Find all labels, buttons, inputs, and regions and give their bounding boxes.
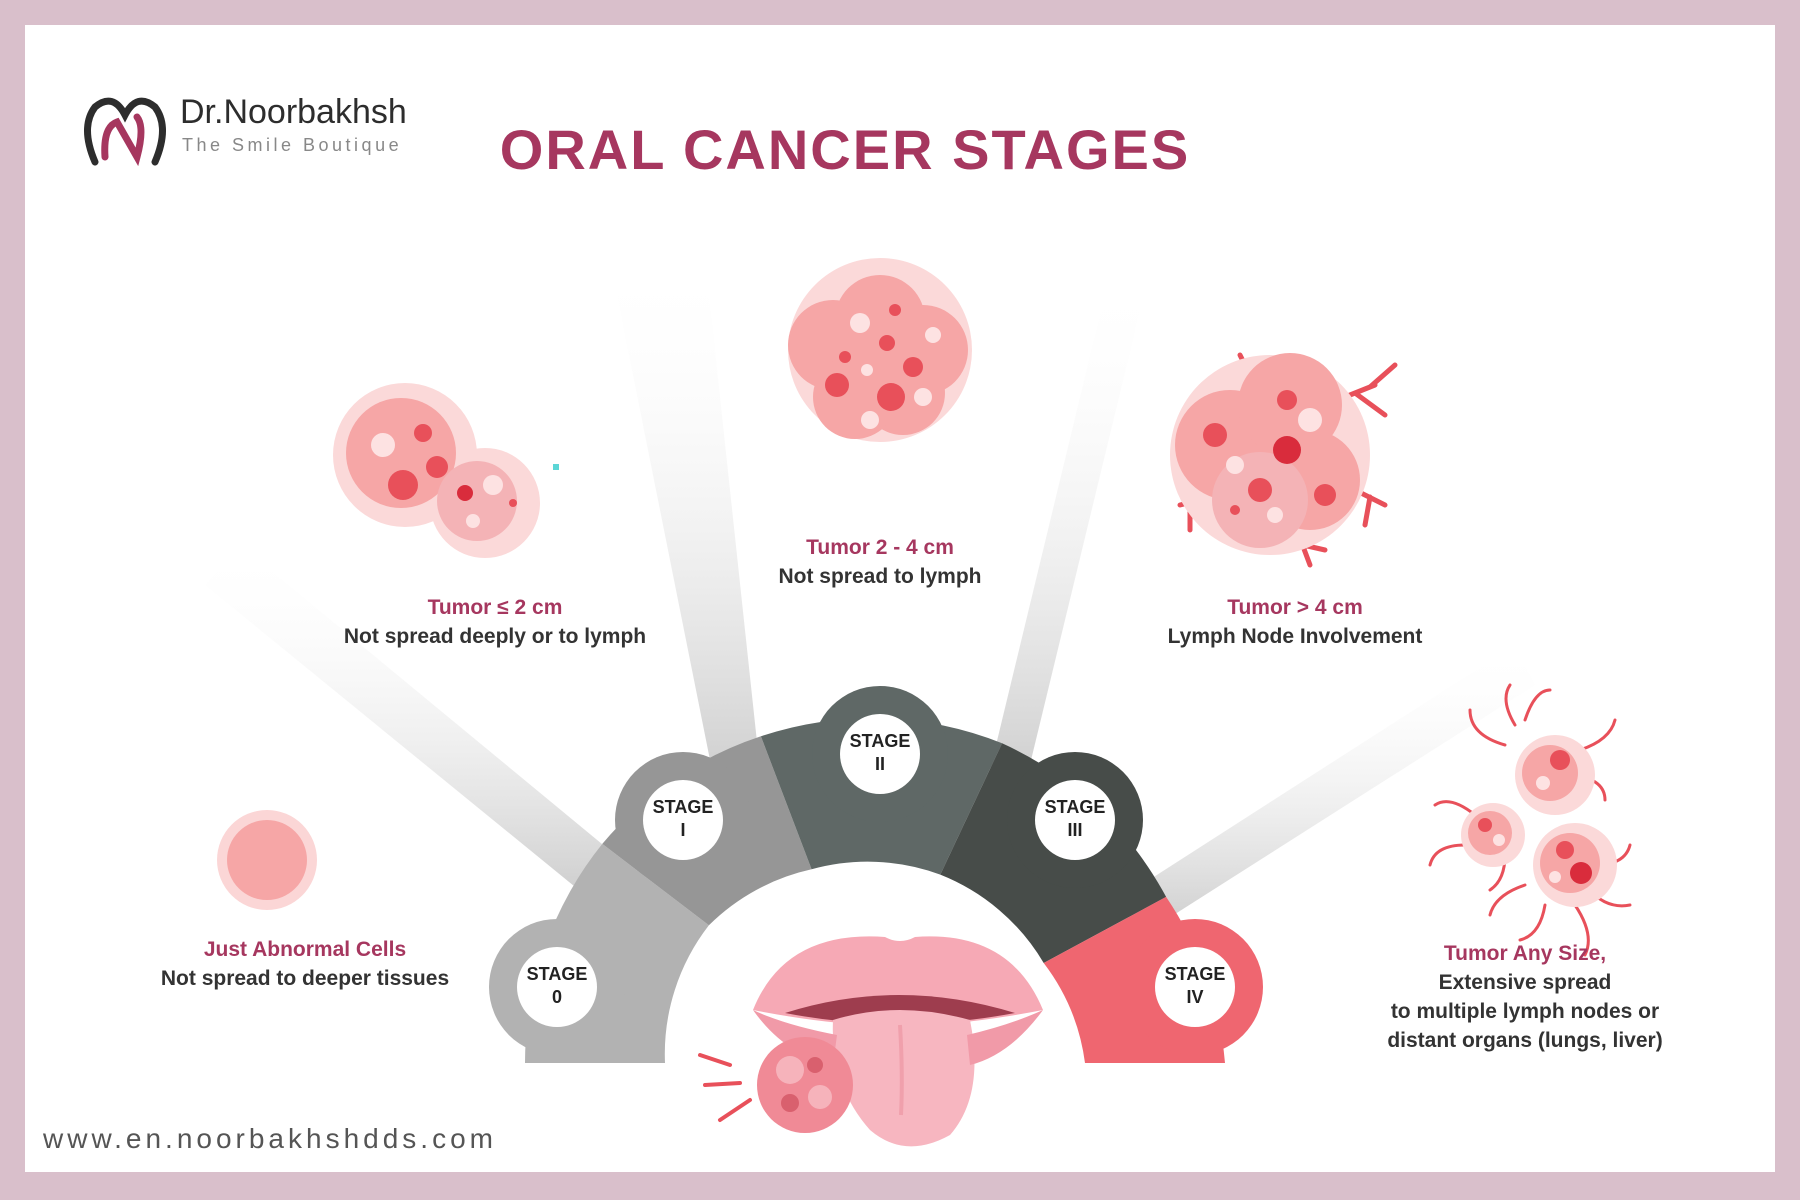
stage-4-detail-2: to multiple lymph nodes or [1390, 1000, 1660, 1023]
small-tumor-icon [333, 383, 559, 558]
beam-stage-1 [615, 257, 760, 785]
page-title: ORAL CANCER STAGES [499, 118, 1191, 181]
stage-badge-3[interactable]: STAGE III [1035, 780, 1115, 860]
stage-badge-4-line2: IV [1186, 987, 1203, 1007]
stage-badge-1[interactable]: STAGE I [643, 780, 723, 860]
stage-badge-1-line1: STAGE [653, 797, 714, 817]
stage-badge-0-line1: STAGE [527, 964, 588, 984]
stage-badge-0-line2: 0 [552, 987, 562, 1007]
stage-4-detail-1: Extensive spread [1438, 971, 1612, 994]
tongue-groove [898, 1024, 904, 1116]
large-tumor-icon [1170, 352, 1398, 568]
stage-1-heading: Tumor ≤ 2 cm [427, 596, 563, 619]
stage-4-detail-3: distant organs (lungs, liver) [1387, 1029, 1663, 1052]
beam-stage-4 [1110, 645, 1535, 930]
tooth-heart-icon [84, 97, 166, 167]
stage-badge-3-line2: III [1067, 820, 1082, 840]
stage-3-detail: Lymph Node Involvement [1167, 625, 1423, 648]
stage-badge-0[interactable]: STAGE 0 [517, 947, 597, 1027]
stage-0-description: Just Abnormal Cells Not spread to deeper… [115, 935, 495, 993]
medium-tumor-icon [788, 258, 972, 442]
brand-logo[interactable]: Dr.Noorbakhsh The Smile Boutique [75, 87, 415, 177]
abnormal-cell-icon [217, 810, 317, 910]
stage-diagram: STAGE 0 STAGE I STAGE II STAGE III STAGE… [205, 257, 1632, 1147]
brand-tagline: The Smile Boutique [182, 135, 403, 155]
stage-1-description: Tumor ≤ 2 cm Not spread deeply or to lym… [295, 593, 695, 651]
tumor-on-tongue-icon [757, 1037, 853, 1133]
stage-badge-4[interactable]: STAGE IV [1155, 947, 1235, 1027]
stage-3-description: Tumor > 4 cm Lymph Node Involvement [1135, 593, 1455, 651]
stage-0-detail: Not spread to deeper tissues [160, 967, 450, 990]
lower-lip-right [967, 1010, 1043, 1065]
stage-badge-2-line2: II [875, 754, 885, 774]
mouth-illustration [698, 936, 1043, 1147]
beam-stage-3 [990, 273, 1145, 785]
stage-4-heading: Tumor Any Size, [1443, 942, 1607, 965]
stage-3-heading: Tumor > 4 cm [1227, 596, 1363, 619]
infographic-card: STAGE 0 STAGE I STAGE II STAGE III STAGE… [25, 25, 1775, 1172]
stage-2-heading: Tumor 2 - 4 cm [806, 536, 954, 559]
stage-2-description: Tumor 2 - 4 cm Not spread to lymph [720, 533, 1040, 591]
stage-badge-4-line1: STAGE [1165, 964, 1226, 984]
website-link[interactable]: www.en.noorbakhshdds.com [43, 1123, 497, 1154]
stage-0-heading: Just Abnormal Cells [203, 938, 407, 961]
stage-2-detail: Not spread to lymph [778, 565, 982, 588]
stage-4-description: Tumor Any Size, Extensive spread to mult… [1345, 939, 1705, 1055]
metastatic-cells-icon [1428, 683, 1632, 957]
pain-lines-icon [698, 1053, 752, 1122]
stage-badge-2[interactable]: STAGE II [840, 714, 920, 794]
stage-badge-2-line1: STAGE [850, 731, 911, 751]
beam-stage-0 [205, 545, 625, 895]
stage-badge-3-line1: STAGE [1045, 797, 1106, 817]
light-beams [205, 257, 1535, 930]
mouth-opening [785, 995, 1015, 1024]
stage-badge-1-line2: I [680, 820, 685, 840]
brand-name: Dr.Noorbakhsh [180, 93, 407, 131]
stage-1-detail: Not spread deeply or to lymph [343, 625, 647, 648]
